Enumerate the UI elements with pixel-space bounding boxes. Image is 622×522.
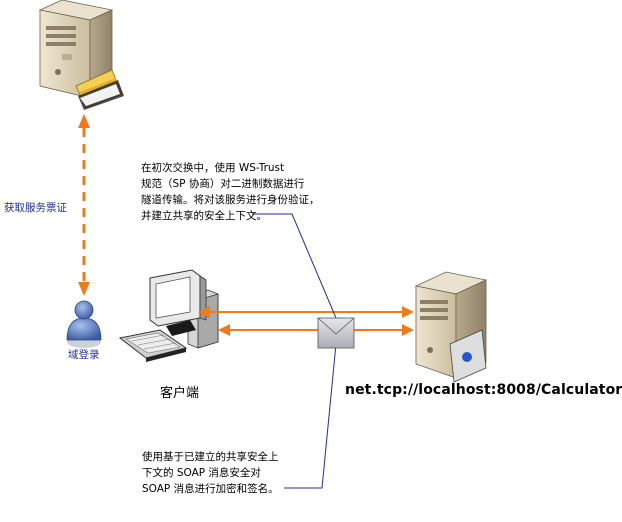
callout-lines — [252, 213, 337, 489]
domain-login-label: 域登录 — [68, 349, 100, 361]
client-label: 客户端 — [160, 386, 200, 401]
service-server-icon — [414, 271, 488, 383]
top-note-line: 在初次交换中，使用 WS-Trust — [141, 162, 285, 174]
ticket-arrow — [78, 114, 90, 296]
bottom-note-line: 使用基于已建立的共享安全上 — [142, 451, 279, 463]
envelope-icon — [317, 317, 355, 349]
endpoint-url: net.tcp://localhost:8008/Calculator — [345, 382, 622, 398]
client-computer-icon — [118, 269, 219, 362]
top-note-line: 并建立共享的安全上下文。 — [141, 210, 267, 222]
ticket-label: 获取服务票证 — [4, 202, 67, 214]
message-arrows — [198, 306, 414, 336]
top-note-line: 规范（SP 协商）对二进制数据进行 — [141, 178, 305, 190]
top-note-line: 隧道传输。将对该服务进行身份验证， — [141, 194, 320, 206]
bottom-note-line: SOAP 消息进行加密和签名。 — [142, 483, 279, 495]
domain-user-icon — [66, 300, 102, 348]
top-note: 在初次交换中，使用 WS-Trust 规范（SP 协商）对二进制数据进行 隧道传… — [141, 160, 320, 224]
bottom-note-line: 下文的 SOAP 消息安全对 — [142, 467, 261, 479]
bottom-note: 使用基于已建立的共享安全上 下文的 SOAP 消息安全对 SOAP 消息进行加密… — [142, 449, 279, 497]
server-with-ticket-icon — [38, 0, 124, 110]
